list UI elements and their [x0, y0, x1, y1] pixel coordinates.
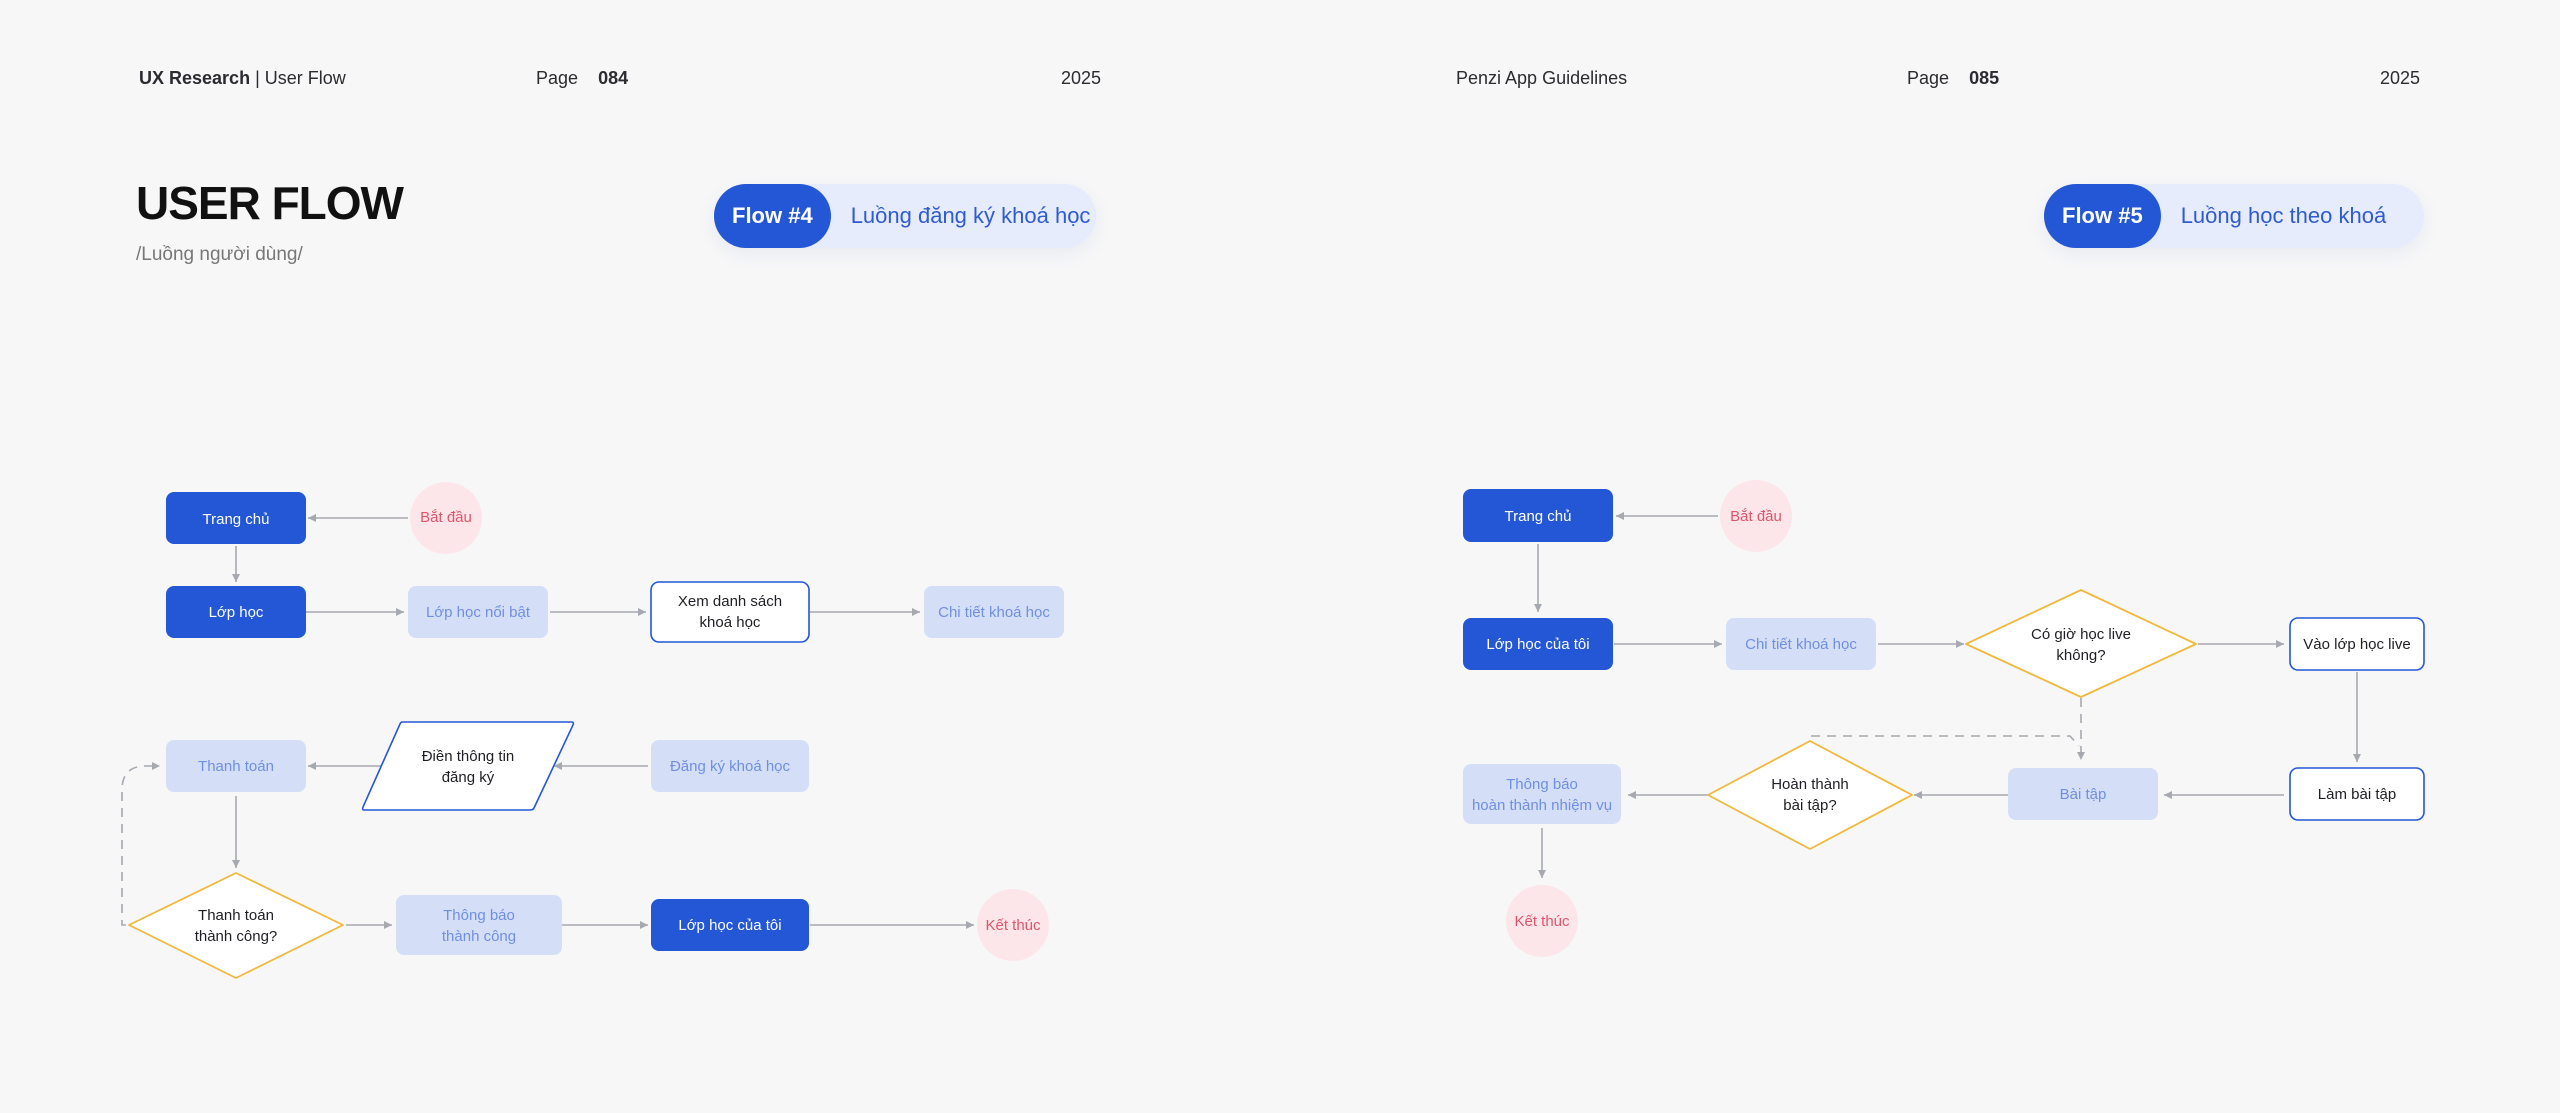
node-home-label: Trang chủ — [203, 511, 270, 528]
node-notify-success-line2: thành công — [442, 928, 516, 945]
flow-name: Luồng học theo khoá — [2180, 203, 2387, 228]
node-featured-label: Lớp học nổi bật — [426, 604, 531, 621]
node-home: Trang chủ — [1463, 489, 1613, 542]
page-subtitle: /Luồng người dùng/ — [136, 244, 303, 265]
flow-5-diagram: Bắt đầu Trang chủ Lớp học của tôi Chi ti… — [1463, 480, 2425, 957]
node-notify-success-line1: Thông báo — [443, 907, 515, 924]
node-fill-info-line1: Điền thông tin — [422, 748, 515, 765]
node-course-detail-label: Chi tiết khoá học — [938, 604, 1050, 621]
node-view-list-line2: khoá học — [700, 614, 761, 631]
node-end-label: Kết thúc — [985, 917, 1041, 934]
node-classes: Lớp học — [166, 586, 306, 638]
header-page: Page 085 — [1907, 68, 1999, 89]
node-notify-done-line2: hoàn thành nhiệm vụ — [1472, 797, 1612, 814]
page-label: Page — [536, 68, 579, 88]
page-number: 084 — [598, 68, 629, 88]
node-start: Bắt đầu — [410, 482, 482, 554]
node-payment: Thanh toán — [166, 740, 306, 792]
flow-badge: Flow #5 — [2044, 184, 2161, 248]
node-notify-done-line1: Thông báo — [1506, 776, 1578, 793]
node-home: Trang chủ — [166, 492, 306, 544]
flow-pill: Flow #4 Luồng đăng ký khoá học — [714, 184, 1096, 248]
header-year: 2025 — [2380, 68, 2421, 88]
node-done-decision: Hoàn thành bài tập? — [1707, 740, 1913, 850]
flow-pill: Flow #5 Luồng học theo khoá — [2044, 184, 2424, 248]
node-end: Kết thúc — [1506, 885, 1578, 957]
node-exercise-label: Bài tập — [2060, 786, 2107, 803]
node-home-label: Trang chủ — [1505, 508, 1572, 525]
node-start: Bắt đầu — [1720, 480, 1792, 552]
node-my-classes: Lớp học của tôi — [1463, 618, 1613, 670]
node-notify-done: Thông báo hoàn thành nhiệm vụ — [1463, 764, 1621, 824]
page-title: USER FLOW — [136, 177, 404, 229]
node-done-decision-line1: Hoàn thành — [1771, 776, 1849, 793]
node-start-label: Bắt đầu — [420, 509, 472, 526]
page-right: Penzi App Guidelines Page 085 2025 Flow … — [1280, 0, 2560, 1113]
header-page: Page 084 — [536, 68, 628, 89]
node-live-decision-line1: Có giờ học live — [2031, 626, 2131, 643]
header-year: 2025 — [1061, 68, 1102, 88]
node-exercise: Bài tập — [2008, 768, 2158, 820]
node-enroll: Đăng ký khoá học — [651, 740, 809, 792]
connector-doneq-retry — [1811, 735, 2080, 747]
node-join-live: Vào lớp học live — [2289, 617, 2425, 671]
node-featured: Lớp học nổi bật — [408, 586, 548, 638]
node-my-classes: Lớp học của tôi — [651, 899, 809, 951]
flow-name: Luồng đăng ký khoá học — [850, 203, 1091, 228]
header-section: UX Research | User Flow — [139, 68, 346, 89]
node-payment-decision-line1: Thanh toán — [198, 907, 274, 924]
node-course-detail-label: Chi tiết khoá học — [1745, 636, 1857, 653]
page-left: UX Research | User Flow Page 084 2025 US… — [121, 68, 1102, 979]
flow-4-diagram: Bắt đầu Trang chủ Lớp học Lớp học nổi bậ… — [121, 482, 1064, 979]
node-fill-info: Điền thông tin đăng ký — [361, 721, 575, 811]
header-section-bold: UX Research — [139, 68, 251, 88]
header-app-name: Penzi App Guidelines — [1456, 68, 1628, 88]
node-view-list-line1: Xem danh sách — [678, 593, 782, 610]
node-join-live-label: Vào lớp học live — [2303, 636, 2410, 653]
flow-badge: Flow #4 — [714, 184, 831, 248]
node-payment-label: Thanh toán — [198, 758, 274, 775]
node-classes-label: Lớp học — [209, 604, 264, 621]
node-do-exercise-label: Làm bài tập — [2318, 786, 2396, 803]
page-number: 085 — [1969, 68, 2000, 88]
node-enroll-label: Đăng ký khoá học — [670, 758, 791, 775]
node-fill-info-line2: đăng ký — [442, 769, 495, 786]
node-payment-decision-line2: thành công? — [195, 928, 278, 945]
node-done-decision-line2: bài tập? — [1783, 797, 1836, 814]
node-do-exercise: Làm bài tập — [2289, 767, 2425, 821]
connectors — [121, 514, 974, 929]
page-label: Page — [1907, 68, 1950, 88]
header-section-rest: | User Flow — [250, 68, 346, 88]
node-live-decision-line2: không? — [2056, 647, 2105, 664]
node-my-classes-label: Lớp học của tôi — [1486, 636, 1589, 653]
connectors — [1534, 512, 2361, 878]
node-notify-success: Thông báo thành công — [396, 895, 562, 955]
node-start-label: Bắt đầu — [1730, 508, 1782, 525]
node-end-label: Kết thúc — [1514, 913, 1570, 930]
connector-retry-payment — [121, 762, 160, 926]
node-end: Kết thúc — [977, 889, 1049, 961]
node-course-detail: Chi tiết khoá học — [1726, 618, 1876, 670]
node-my-classes-label: Lớp học của tôi — [678, 917, 781, 934]
node-view-list: Xem danh sách khoá học — [650, 581, 810, 643]
node-course-detail: Chi tiết khoá học — [924, 586, 1064, 638]
node-live-decision: Có giờ học live không? — [1965, 589, 2197, 698]
node-payment-decision: Thanh toán thành công? — [128, 872, 344, 979]
